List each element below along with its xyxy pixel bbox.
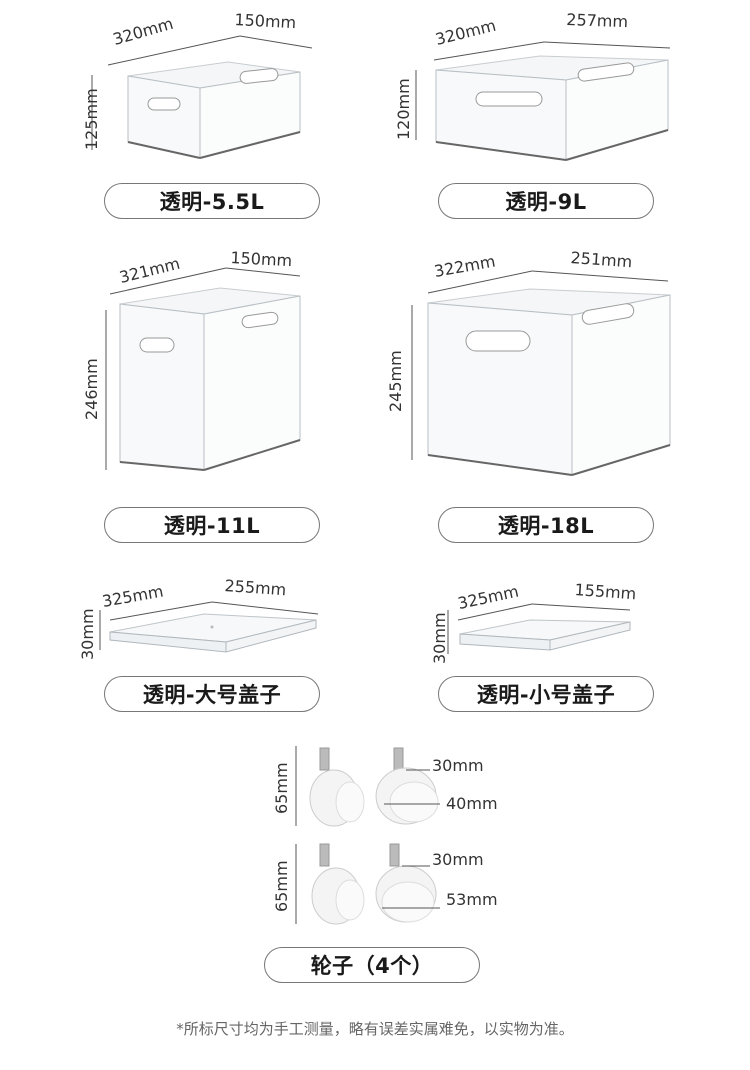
height-label: 245mm bbox=[386, 350, 405, 412]
large-wheel-height-label: 65mm bbox=[272, 860, 291, 912]
label-pill-small-lid: 透明-小号盖子 bbox=[438, 676, 654, 712]
height-label: 246mm bbox=[82, 358, 101, 420]
height-label: 30mm bbox=[78, 608, 97, 660]
large-wheel-image bbox=[295, 843, 440, 925]
width-label: 150mm bbox=[234, 10, 297, 33]
label-pill-wheels: 轮子（4个） bbox=[264, 947, 480, 983]
small-wheel-image bbox=[295, 746, 440, 827]
height-label: 120mm bbox=[394, 78, 413, 140]
small-lid-image bbox=[447, 603, 631, 654]
large-wheel-diameter-label: 53mm bbox=[446, 890, 498, 909]
height-label: 125mm bbox=[82, 88, 101, 150]
label-pill-5-5l: 透明-5.5L bbox=[104, 183, 320, 219]
storage-box-11l-image bbox=[105, 267, 301, 471]
label-pill-large-lid: 透明-大号盖子 bbox=[104, 676, 320, 712]
large-lid-image bbox=[99, 601, 319, 653]
width-label: 150mm bbox=[230, 248, 293, 271]
label-pill-18l: 透明-18L bbox=[438, 507, 654, 543]
label-pill-11l: 透明-11L bbox=[104, 507, 320, 543]
storage-box-18l-image bbox=[411, 270, 671, 476]
small-wheel-height-label: 65mm bbox=[272, 762, 291, 814]
storage-box-9l-image bbox=[415, 41, 671, 161]
small-wheel-diameter-label: 40mm bbox=[446, 794, 498, 813]
label-pill-9l: 透明-9L bbox=[438, 183, 654, 219]
width-label: 257mm bbox=[566, 10, 629, 32]
small-wheel-stem-label: 30mm bbox=[432, 756, 484, 775]
storage-box-5-5l-image bbox=[91, 35, 313, 159]
height-label: 30mm bbox=[430, 612, 449, 664]
large-wheel-stem-label: 30mm bbox=[432, 850, 484, 869]
measurement-disclaimer: *所标尺寸均为手工测量，略有误差实属难免，以实物为准。 bbox=[176, 1020, 574, 1038]
